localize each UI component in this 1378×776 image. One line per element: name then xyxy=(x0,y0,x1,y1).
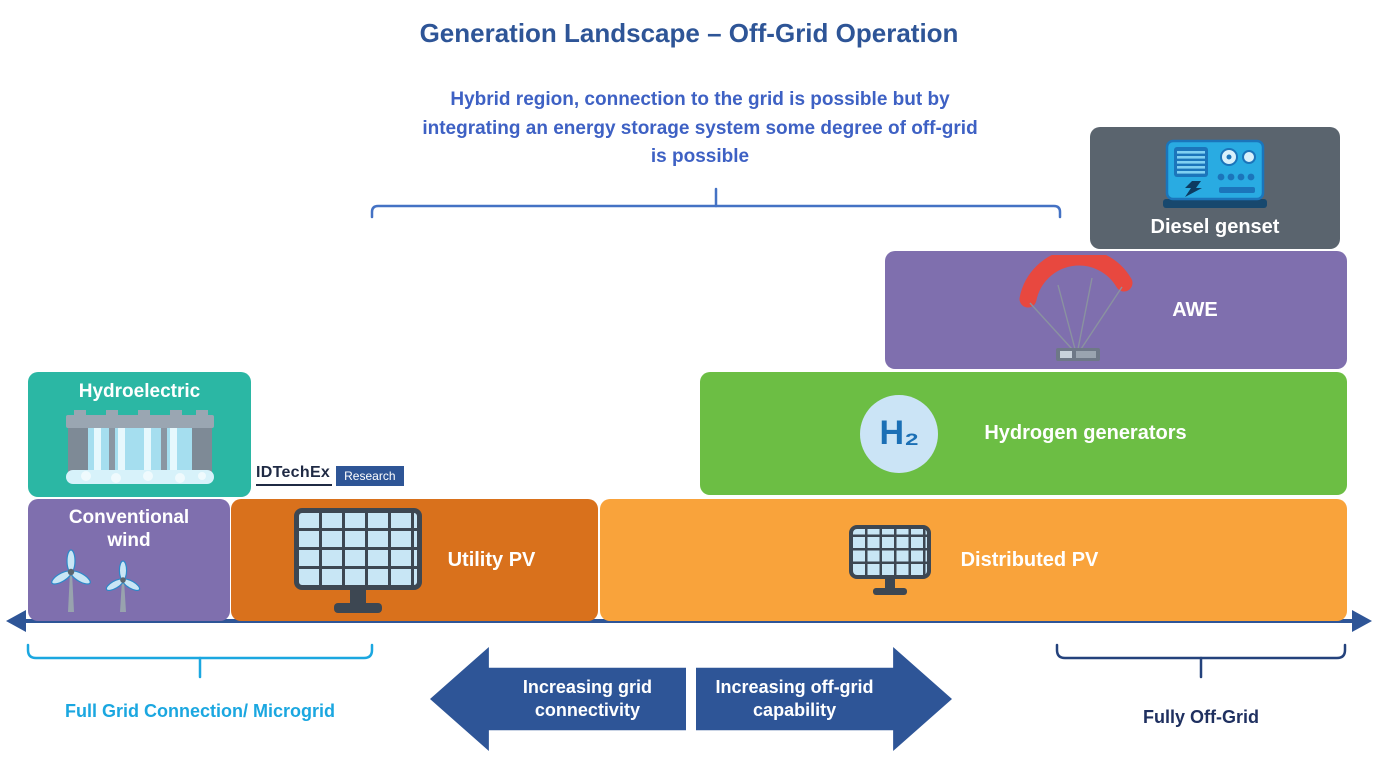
idtechex-logo-text: IDTechEx xyxy=(256,464,333,486)
distributed-pv-label: Distributed PV xyxy=(960,548,1099,571)
fully-offgrid-bracket xyxy=(1055,643,1347,679)
awe-box: AWE xyxy=(885,251,1347,369)
utility-pv-label: Utility PV xyxy=(447,548,536,571)
diesel-genset-box: Diesel genset xyxy=(1090,127,1340,249)
hybrid-note: Hybrid region, connection to the grid is… xyxy=(422,89,978,167)
idtechex-logo: IDTechEx Research xyxy=(256,464,404,486)
awe-kite-icon xyxy=(1019,255,1133,361)
diesel-genset-icon xyxy=(1163,139,1267,208)
conventional-wind-label: Conventional wind xyxy=(68,507,190,551)
increasing-offgrid-capability-label: Increasing off-grid capability xyxy=(715,676,874,720)
increasing-grid-connectivity-label: Increasing grid connectivity xyxy=(522,676,652,720)
fully-off-grid-label: Fully Off-Grid xyxy=(1143,707,1259,727)
utility-pv-box: Utility PV xyxy=(231,499,598,621)
full-grid-bracket xyxy=(26,643,374,679)
awe-label: AWE xyxy=(1172,298,1218,321)
hydrogen-generators-box: H₂ Hydrogen generators xyxy=(700,372,1347,495)
distributed-pv-box: Distributed PV xyxy=(600,499,1347,621)
increasing-grid-connectivity-arrow: Increasing grid connectivity xyxy=(430,647,686,751)
hydrogen-generators-label: Hydrogen generators xyxy=(984,422,1187,444)
increasing-offgrid-capability-arrow: Increasing off-grid capability xyxy=(696,647,952,751)
idtechex-research-tag: Research xyxy=(336,466,404,486)
distributed-pv-solar-panel-icon xyxy=(848,525,931,595)
h2-icon: H₂ xyxy=(860,394,939,473)
hydroelectric-label: Hydroelectric xyxy=(78,381,201,402)
wind-turbines-icon xyxy=(34,548,164,619)
conventional-wind-box: Conventional wind xyxy=(28,499,230,621)
full-grid-connection-label: Full Grid Connection/ Microgrid xyxy=(65,701,335,721)
hydroelectric-dam-icon xyxy=(65,410,214,484)
utility-pv-solar-panel-icon xyxy=(293,507,422,613)
page-title: Generation Landscape – Off-Grid Operatio… xyxy=(419,18,959,48)
hybrid-bracket xyxy=(370,187,1062,219)
diesel-genset-label: Diesel genset xyxy=(1150,216,1280,238)
hydroelectric-box: Hydroelectric xyxy=(28,372,251,497)
